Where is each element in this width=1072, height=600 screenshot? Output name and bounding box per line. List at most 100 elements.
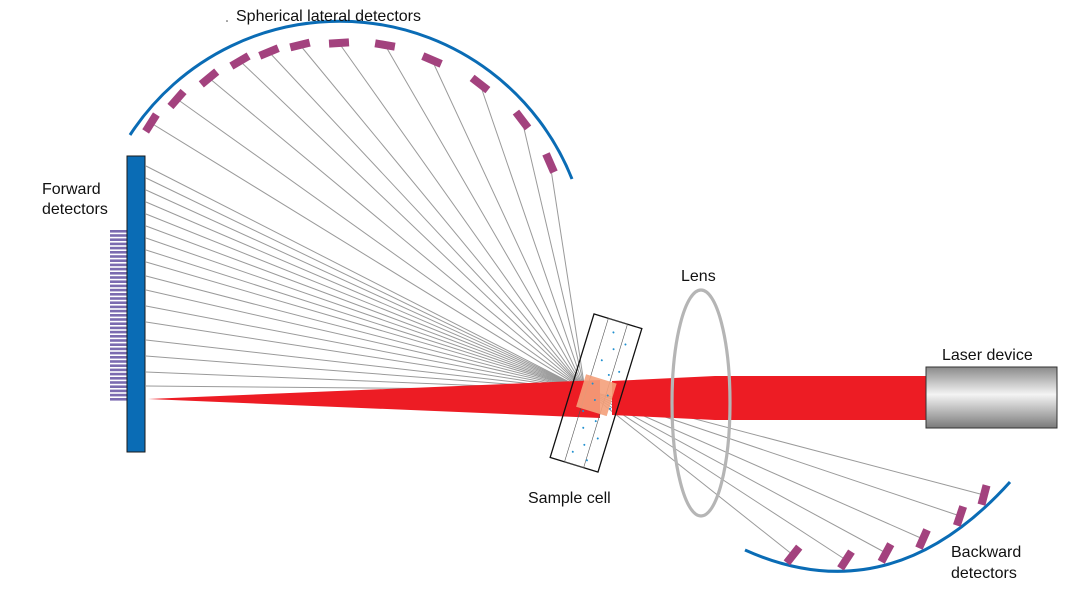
backward-detectors — [783, 484, 991, 571]
forward-detector-element — [110, 309, 127, 313]
forward-detector-element — [110, 251, 127, 254]
lens-label: Lens — [681, 268, 716, 285]
particle — [582, 410, 585, 413]
lateral-arc — [128, 19, 574, 180]
particle — [600, 359, 603, 362]
backward-detector — [977, 484, 991, 506]
forward-detector-element — [110, 381, 127, 384]
forward-detector-element — [110, 272, 127, 275]
forward-ray — [145, 237, 586, 391]
lateral-ray — [479, 83, 586, 391]
particle — [612, 348, 615, 351]
forward-detector-element — [110, 238, 127, 241]
forward-detector-element — [110, 301, 127, 304]
forward-detector-element — [110, 284, 127, 288]
forward-detector-element — [110, 335, 127, 338]
lateral-detector — [421, 52, 443, 68]
lateral-detectors — [142, 38, 558, 174]
forward-ray — [145, 275, 586, 391]
backward-detector — [783, 544, 803, 566]
backward-detector — [877, 542, 895, 564]
forward-ray — [145, 289, 586, 391]
lateral-detector — [289, 38, 311, 52]
backward-detector — [837, 549, 855, 571]
forward-detector-elements — [110, 230, 127, 401]
forward-detector-element — [110, 255, 127, 258]
lateral-detector — [167, 88, 187, 110]
forward-detector-element — [110, 263, 127, 267]
laser-beam-collimated — [612, 376, 928, 420]
forward-detectors-label-line1: Forward — [42, 181, 101, 198]
lateral-ray — [268, 51, 586, 391]
forward-detector-element — [110, 351, 127, 355]
forward-detector-element — [110, 339, 127, 342]
particle — [591, 382, 594, 385]
backward-detectors-label-line2: detectors — [951, 565, 1017, 582]
forward-detector-element — [110, 318, 127, 321]
forward-detector-element — [110, 305, 127, 309]
particle — [606, 394, 609, 397]
title-dot — [226, 20, 228, 22]
lateral-ray — [384, 44, 586, 391]
forward-detector-element — [110, 343, 127, 346]
lateral-ray — [150, 122, 586, 391]
lateral-detector — [258, 44, 280, 60]
lateral-detector — [469, 74, 491, 94]
sample-particles — [571, 331, 627, 462]
forward-ray — [145, 165, 586, 391]
forward-detector-element — [110, 322, 127, 325]
forward-detector-element — [110, 259, 127, 262]
particle — [612, 331, 615, 334]
forward-ray — [145, 305, 586, 391]
laser-device — [925, 366, 1058, 429]
forward-ray — [145, 249, 586, 391]
particle — [596, 437, 599, 440]
forward-detector-element — [110, 326, 127, 330]
sample-cell-label: Sample cell — [528, 490, 611, 507]
forward-detector-element — [110, 356, 127, 359]
forward-ray — [145, 201, 586, 391]
particle — [583, 443, 586, 446]
particle — [618, 370, 621, 373]
forward-detector-element — [110, 267, 127, 271]
laser-device-label: Laser device — [942, 347, 1033, 364]
particle — [607, 373, 610, 376]
particle — [608, 407, 611, 410]
lateral-ray — [176, 98, 586, 391]
forward-ray — [145, 321, 586, 391]
lateral-detector — [229, 52, 251, 70]
forward-detector-element — [110, 377, 127, 380]
lateral-ray — [299, 44, 586, 391]
backward-arc — [744, 480, 1012, 573]
forward-ray — [145, 225, 586, 391]
lateral-ray — [208, 77, 586, 391]
lateral-ray — [549, 162, 586, 391]
backward-ray — [584, 389, 794, 556]
forward-detector-element — [110, 360, 127, 363]
forward-ray — [145, 339, 586, 391]
forward-detector-element — [110, 230, 127, 233]
particle — [624, 343, 627, 346]
particle — [593, 398, 596, 401]
laser-beam-forward — [148, 380, 600, 418]
forward-detectors-label-line2: detectors — [42, 201, 108, 218]
forward-detector-element — [110, 368, 127, 372]
lateral-detector — [542, 152, 558, 174]
forward-detector-element — [110, 276, 127, 279]
particle — [582, 426, 585, 429]
forward-detector-element — [110, 372, 127, 376]
forward-detector-element — [110, 389, 127, 393]
forward-detector-element — [110, 347, 127, 351]
lateral-detector — [328, 38, 350, 48]
backward-detector — [915, 528, 931, 550]
backward-ray — [584, 389, 847, 561]
lens — [670, 288, 732, 518]
forward-detector-element — [110, 330, 127, 334]
forward-detector-element — [110, 314, 127, 317]
forward-detector-element — [110, 242, 127, 246]
scattered-rays — [145, 42, 985, 561]
forward-detector-element — [110, 393, 127, 397]
lateral-ray — [521, 119, 586, 391]
lateral-ray — [338, 42, 586, 391]
